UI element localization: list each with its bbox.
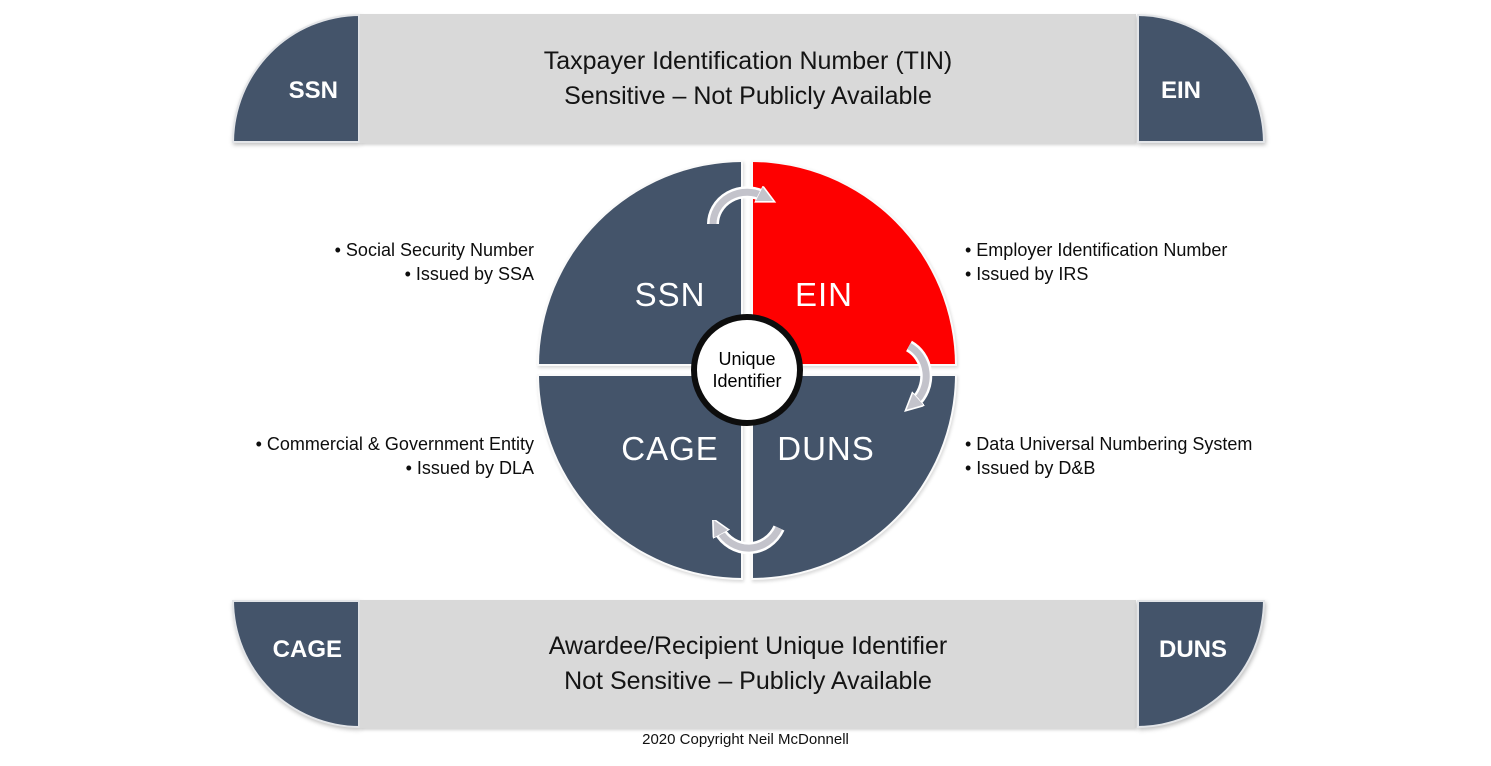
top-banner-title: Taxpayer Identification Number (TIN): [543, 46, 953, 75]
top-banner-tab-ein: EIN: [1137, 14, 1265, 143]
top-banner-subtitle: Sensitive – Not Publicly Available: [564, 81, 932, 110]
annotation-cage-line-2: • Issued by DLA: [405, 458, 534, 478]
bottom-banner-subtitle: Not Sensitive – Publicly Available: [564, 667, 932, 695]
clockwise-rotation-arrow-top-icon: [703, 182, 791, 235]
annotation-cage: • Commercial & Government Entity • Issue…: [256, 432, 534, 480]
hub-line-1: Unique: [718, 349, 776, 369]
quadrant-label-duns: DUNS: [777, 430, 875, 467]
annotation-cage-line-1: • Commercial & Government Entity: [255, 434, 534, 454]
copyright-text: 2020 Copyright Neil McDonnell: [642, 731, 849, 748]
annotation-ssn-line-2: • Issued by SSA: [404, 264, 534, 284]
quadrant-label-ein: EIN: [794, 276, 854, 313]
clockwise-rotation-arrow-right-icon: [901, 338, 949, 431]
annotation-ein: • Employer Identification Number • Issue…: [965, 238, 1227, 286]
bottom-banner: Awardee/Recipient Unique Identifier Not …: [360, 600, 1136, 728]
quadrant-label-ssn: SSN: [634, 276, 706, 313]
bottom-banner-title: Awardee/Recipient Unique Identifier: [548, 632, 948, 660]
annotation-ein-line-2: • Issued by IRS: [965, 264, 1089, 284]
quadrant-label-cage: CAGE: [621, 430, 719, 467]
bottom-banner-tab-cage: CAGE: [232, 600, 360, 728]
annotation-ssn-line-1: • Social Security Number: [334, 240, 534, 260]
annotation-ein-line-1: • Employer Identification Number: [965, 240, 1228, 260]
unique-identifier-hub: Unique Identifier: [691, 314, 803, 426]
top-banner: Taxpayer Identification Number (TIN) Sen…: [360, 14, 1136, 143]
annotation-duns: • Data Universal Numbering System • Issu…: [965, 432, 1252, 480]
identifier-wheel: SSN EIN CAGE DUNS: [537, 160, 957, 580]
annotation-duns-line-1: • Data Universal Numbering System: [965, 434, 1253, 454]
annotation-duns-line-2: • Issued by D&B: [965, 458, 1096, 478]
annotation-ssn: • Social Security Number • Issued by SSA: [335, 238, 534, 286]
bottom-banner-tab-duns: DUNS: [1137, 600, 1265, 728]
top-banner-tab-ssn: SSN: [232, 14, 360, 143]
clockwise-rotation-arrow-bottom-icon: [703, 520, 791, 571]
hub-line-2: Identifier: [712, 371, 782, 391]
